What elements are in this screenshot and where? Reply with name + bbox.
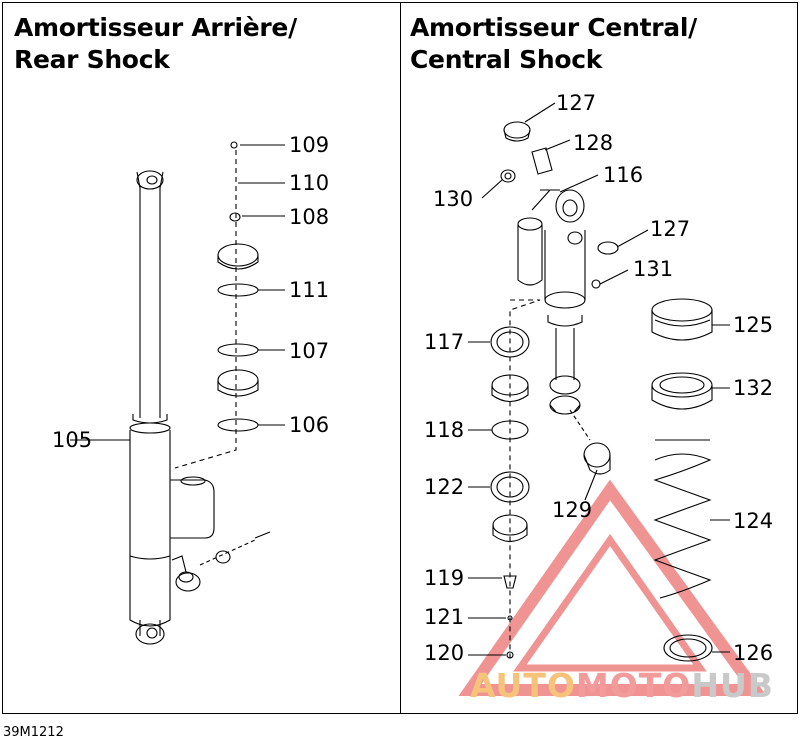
watermark-text: AUTOMOTOHUB: [470, 666, 774, 705]
rear-shock-drawing: [70, 141, 285, 645]
callout-106: 106: [289, 413, 330, 437]
callout-126: 126: [733, 641, 774, 665]
rear-title-line2: Rear Shock: [14, 45, 170, 74]
central-title-line1: Amortisseur Central/: [410, 13, 697, 42]
callout-122: 122: [424, 475, 465, 499]
callout-125: 125: [733, 313, 774, 337]
callout-118: 118: [424, 418, 465, 442]
callout-131: 131: [633, 257, 674, 281]
callout-116: 116: [603, 163, 644, 187]
callout-119: 119: [424, 566, 465, 590]
callout-105: 105: [52, 428, 93, 452]
callout-111: 111: [289, 278, 330, 302]
callout-120: 120: [424, 641, 465, 665]
callout-128: 128: [573, 131, 614, 155]
rear-title-line1: Amortisseur Arrière/: [14, 13, 297, 42]
callout-124: 124: [733, 509, 774, 533]
central-shock-drawing: [468, 102, 730, 662]
figure-code: 39M1212: [3, 725, 64, 740]
callout-108: 108: [289, 205, 330, 229]
callout-121: 121: [424, 605, 465, 629]
callout-107: 107: [289, 339, 330, 363]
callout-117: 117: [424, 330, 465, 354]
callout-127-right: 127: [650, 217, 691, 241]
callout-129: 129: [552, 498, 593, 522]
watermark-logo: [458, 479, 767, 696]
panel-divider: [400, 2, 401, 714]
callout-127-top: 127: [556, 91, 597, 115]
callout-110: 110: [289, 171, 330, 195]
callout-109: 109: [289, 133, 330, 157]
callout-130: 130: [433, 187, 474, 211]
central-title-line2: Central Shock: [410, 45, 603, 74]
callout-132: 132: [733, 376, 774, 400]
